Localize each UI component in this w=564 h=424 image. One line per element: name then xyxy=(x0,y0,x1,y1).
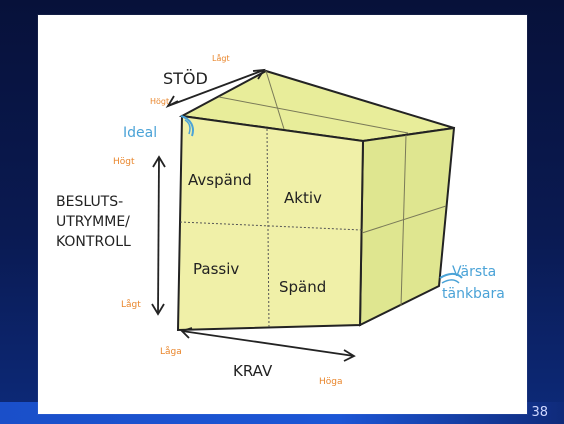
control-axis-arrow-line xyxy=(157,156,160,315)
ideal-corner-mark xyxy=(180,115,194,137)
ideal-corner-mark-2 xyxy=(184,119,191,135)
worst-label-line-1: Värsta xyxy=(452,264,496,280)
top-divider-2 xyxy=(265,70,285,130)
cube-side-face xyxy=(358,126,456,327)
support-low-label: Lågt xyxy=(212,53,230,63)
worst-corner-mark-2 xyxy=(441,279,460,284)
quadrant-label-spand: Spänd xyxy=(279,278,326,296)
quadrant-label-passiv: Passiv xyxy=(193,260,239,278)
cube-diagram: Avspänd Aktiv Passiv Spänd STÖD Lågt Hög… xyxy=(56,53,505,387)
support-high-label: Högt xyxy=(150,97,169,106)
quadrant-label-avspand: Avspänd xyxy=(188,171,252,189)
support-axis-arrow-head-left xyxy=(165,95,179,109)
control-label-line-1: BESLUTS- xyxy=(56,194,123,210)
demand-axis-arrow-head-right xyxy=(343,349,356,362)
demand-axis-arrow-line xyxy=(181,330,355,357)
diagram-panel: Avspänd Aktiv Passiv Spänd STÖD Lågt Hög… xyxy=(38,15,527,414)
control-label-line-2: UTRYMME/ xyxy=(56,214,130,230)
worst-label-line-2: tänkbara xyxy=(442,286,505,302)
control-high-label: Högt xyxy=(113,157,135,167)
control-label-line-3: KONTROLL xyxy=(56,234,131,250)
support-axis-arrow-head-right xyxy=(252,68,266,80)
control-axis-arrow-head-top xyxy=(152,155,166,168)
support-axis-label: STÖD xyxy=(163,69,208,88)
quadrant-label-aktiv: Aktiv xyxy=(284,189,322,207)
cube-front-face xyxy=(176,114,365,332)
side-divider-2 xyxy=(361,205,447,234)
control-axis-arrow-head-bottom xyxy=(151,303,165,316)
demand-axis-arrow-head-left xyxy=(180,327,193,339)
demand-low-label: Låga xyxy=(160,346,182,357)
page-number: 38 xyxy=(531,405,548,420)
control-low-label: Lågt xyxy=(121,299,141,310)
front-vertical-divider xyxy=(266,128,270,330)
demand-high-label: Höga xyxy=(319,377,343,387)
support-axis-arrow-line xyxy=(167,69,265,107)
side-divider-1 xyxy=(400,134,407,307)
ideal-label: Ideal xyxy=(123,125,157,141)
top-divider-1 xyxy=(218,96,409,134)
worst-corner-mark xyxy=(439,272,463,279)
demand-axis-label: KRAV xyxy=(233,362,273,380)
